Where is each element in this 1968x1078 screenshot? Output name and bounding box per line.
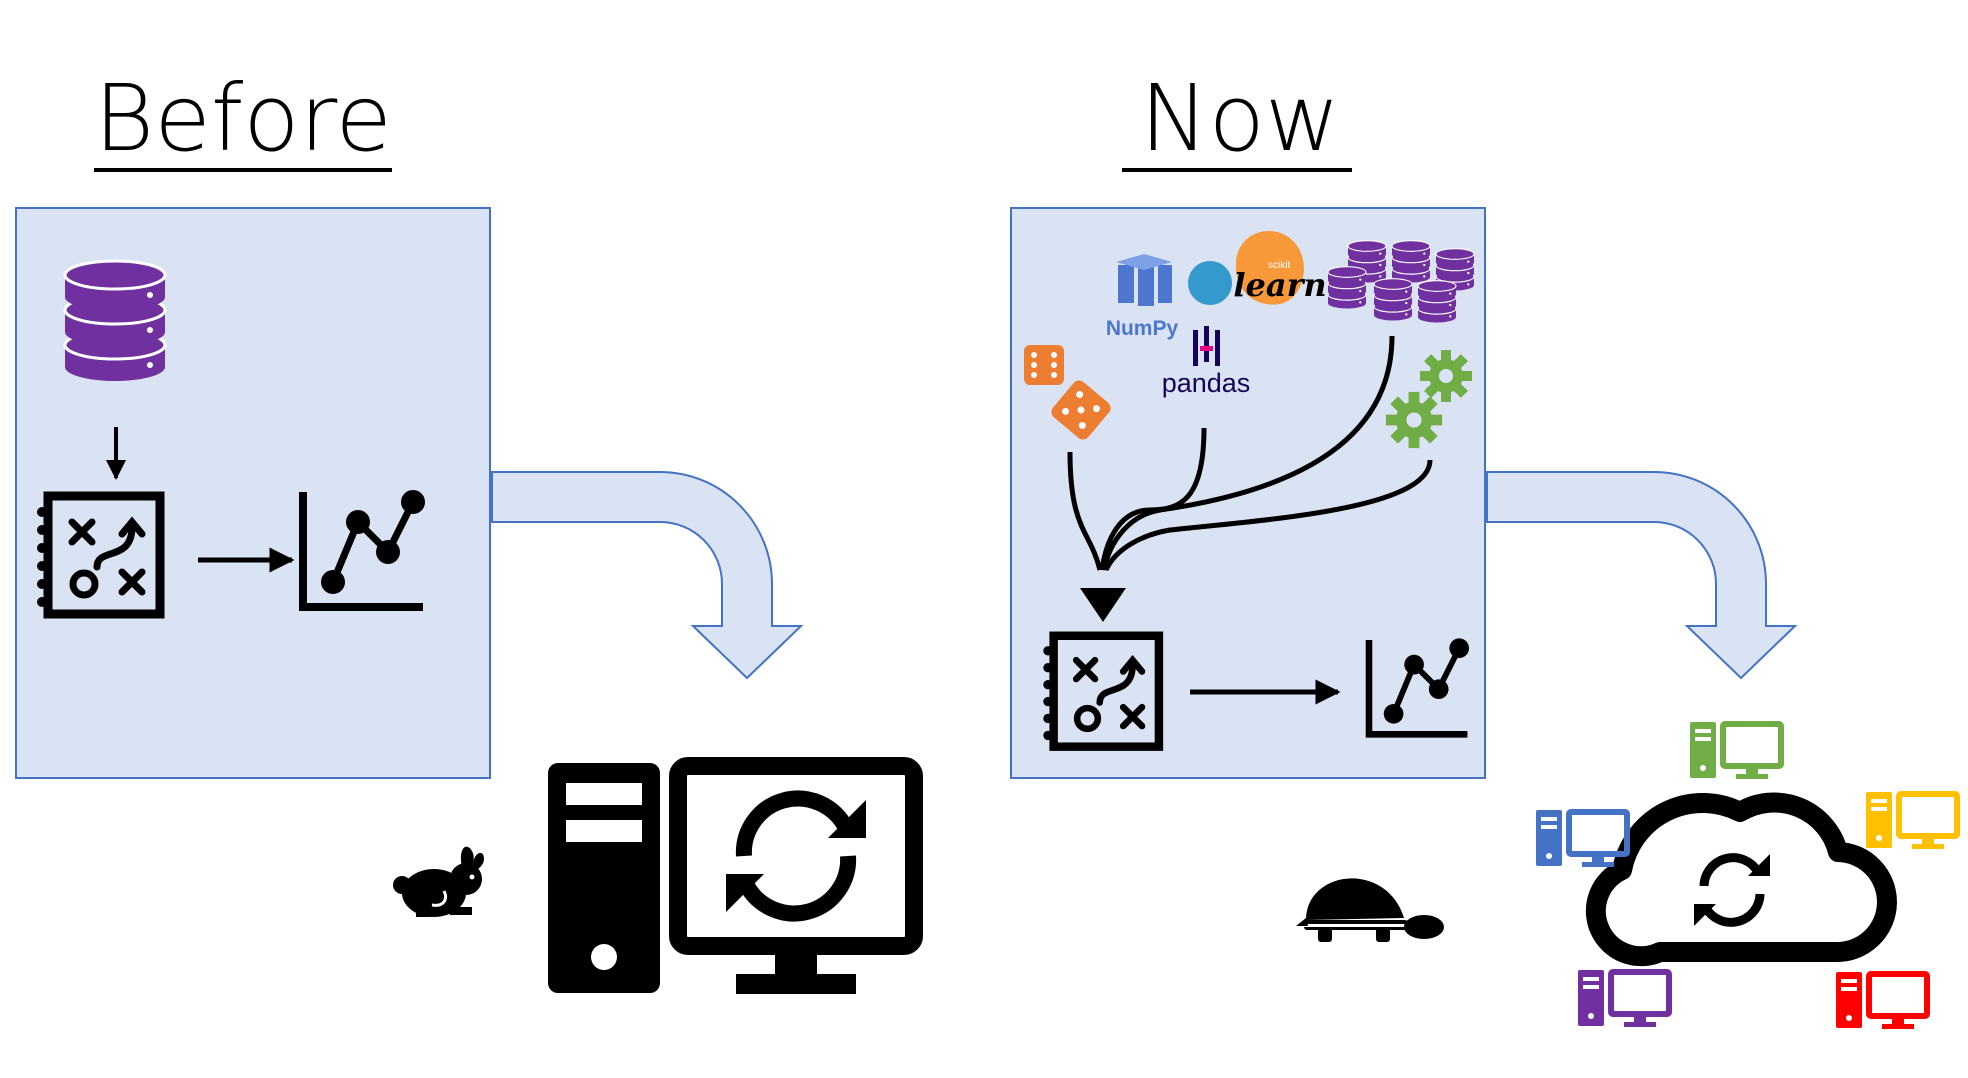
before-title: Before (94, 65, 392, 172)
dice-icon (1024, 345, 1111, 440)
pandas-bars-icon (1193, 326, 1220, 366)
desktop-computer-sync-icon (548, 757, 923, 994)
rabbit-icon (393, 846, 484, 917)
now-flow-arrow (1486, 471, 1798, 680)
sync-arrows-icon (735, 790, 857, 922)
sklearn-blue-blob (1188, 261, 1232, 305)
sklearn-orange-blob (1235, 231, 1304, 305)
cloud-sync-icon (1585, 792, 1897, 967)
machine-red-icon (1836, 972, 1927, 1029)
numpy-logo: NumPy (1106, 254, 1179, 340)
scikit-learn-logo: scikit learn (1188, 231, 1327, 305)
now-section: Now NumPy pandas (1010, 65, 1957, 1029)
pandas-logo: pandas (1162, 326, 1251, 398)
machine-purple-icon (1578, 970, 1669, 1027)
inputs-arrowhead (1080, 588, 1126, 622)
sklearn-label: learn (1233, 266, 1326, 304)
database-icon (63, 259, 167, 383)
pandas-label: pandas (1162, 368, 1251, 398)
converging-input-lines (1067, 335, 1433, 572)
numpy-cube-icon (1116, 254, 1172, 306)
machine-blue-icon (1536, 810, 1627, 867)
numpy-label: NumPy (1106, 317, 1179, 340)
machine-yellow-icon (1866, 792, 1957, 849)
now-title: Now (1140, 65, 1340, 172)
before-flow-arrow (491, 471, 804, 680)
before-section: Before (15, 65, 923, 994)
machine-green-icon (1690, 722, 1781, 779)
sklearn-small-label: scikit (1268, 260, 1290, 271)
turtle-icon (1296, 878, 1444, 942)
